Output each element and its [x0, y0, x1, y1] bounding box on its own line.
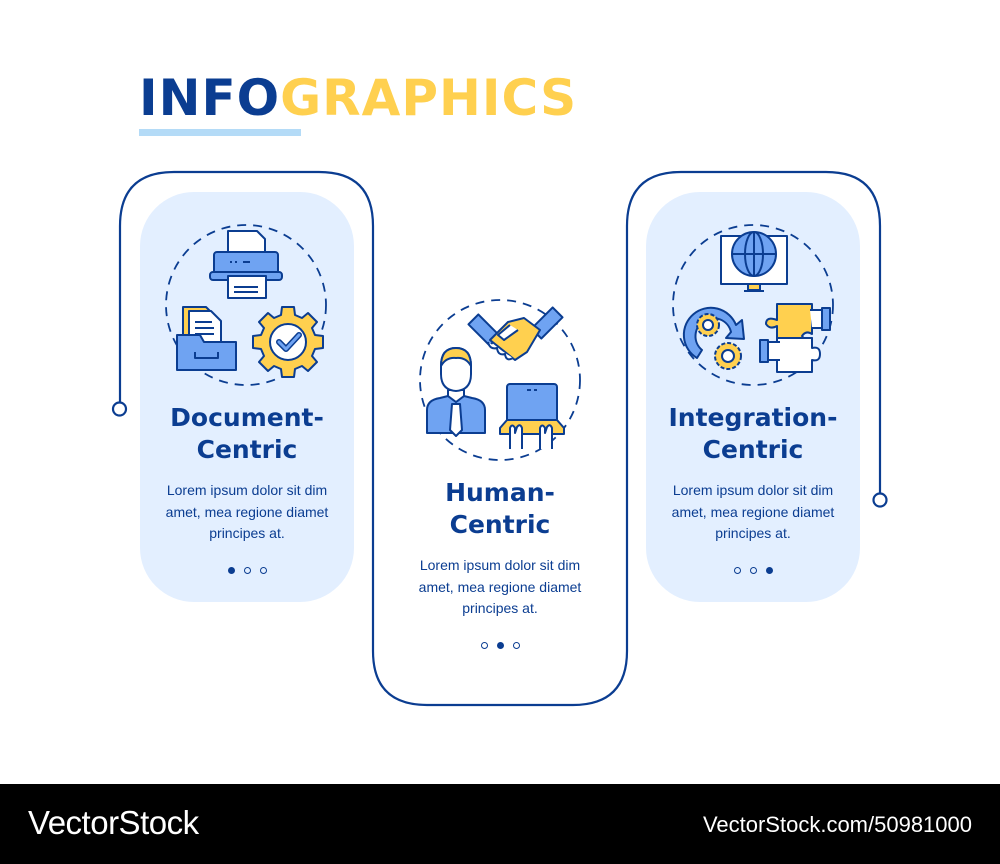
infographics-title: INFOGRAPHICS	[139, 68, 577, 128]
folder-document-icon	[176, 306, 237, 371]
card-fill-integration	[646, 192, 860, 602]
card-title-line1: Integration-	[668, 403, 838, 432]
card-integration-centric: Integration- Centric Lorem ipsum dolor s…	[645, 402, 861, 574]
brand-logo-text: VectorStock	[28, 804, 199, 841]
rotating-gears-icon	[682, 306, 745, 370]
businessman-icon	[426, 347, 486, 437]
card-body: Lorem ipsum dolor sit dim amet, mea regi…	[671, 482, 835, 541]
pager-dots	[392, 641, 608, 649]
dashed-ring-document	[165, 224, 327, 386]
card-fill-document	[140, 192, 354, 602]
title-underline	[139, 129, 301, 136]
image-url-text: VectorStock.com/50981000	[702, 812, 972, 837]
puzzle-hands-icon	[759, 303, 831, 373]
card-title: Human- Centric	[392, 477, 608, 541]
card-document-centric: Document- Centric Lorem ipsum dolor sit …	[139, 402, 355, 574]
pager-dot-active	[227, 566, 235, 574]
card-body: Lorem ipsum dolor sit dim amet, mea regi…	[418, 557, 582, 616]
connector-outline	[118, 170, 882, 707]
card-title-line2: Centric	[196, 435, 298, 464]
pager-dot-active	[496, 641, 504, 649]
title-part-graphics: GRAPHICS	[280, 69, 578, 127]
card-title-line2: Centric	[702, 435, 804, 464]
globe-monitor-icon	[720, 231, 788, 292]
laptop-typing-icon	[499, 383, 565, 449]
card-title: Document- Centric	[139, 402, 355, 466]
pager-dot	[512, 641, 520, 649]
pager-dot	[243, 566, 251, 574]
pager-dot	[480, 641, 488, 649]
pager-dot	[259, 566, 267, 574]
card-title-line2: Centric	[449, 510, 551, 539]
cards-frame	[111, 170, 888, 707]
dashed-ring-integration	[672, 224, 834, 386]
card-title-line1: Document-	[170, 403, 324, 432]
card-title-line1: Human-	[445, 478, 555, 507]
pager-dot-active	[765, 566, 773, 574]
pager-dot	[749, 566, 757, 574]
printer-icon	[209, 230, 283, 299]
handshake-icon	[467, 306, 564, 361]
gear-check-icon	[252, 306, 324, 378]
card-body: Lorem ipsum dolor sit dim amet, mea regi…	[165, 482, 329, 541]
pager-dots	[645, 566, 861, 574]
title-part-info: INFO	[139, 69, 281, 127]
pager-dots	[139, 566, 355, 574]
card-human-centric: Human- Centric Lorem ipsum dolor sit dim…	[392, 477, 608, 649]
watermark-bar: VectorStock VectorStock.com/50981000	[0, 784, 1000, 864]
card-title: Integration- Centric	[645, 402, 861, 466]
pager-dot	[733, 566, 741, 574]
connector-start-node	[111, 401, 128, 417]
dashed-ring-human	[419, 299, 581, 461]
connector-end-node	[872, 492, 888, 508]
